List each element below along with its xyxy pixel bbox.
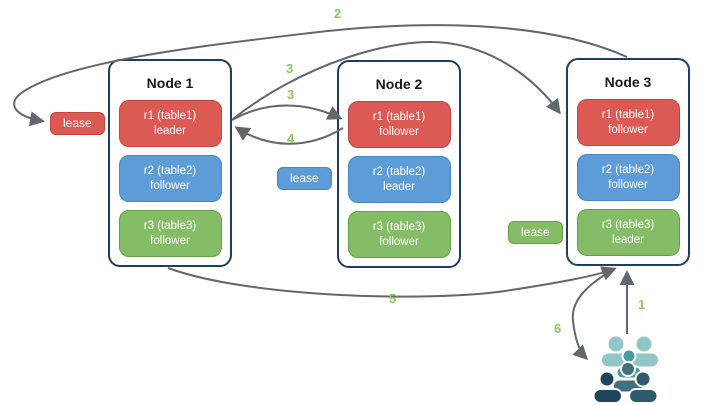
replica-range: r3 (table3)	[143, 219, 197, 232]
node-1-replica-r3: r3 (table3) follower	[118, 210, 222, 257]
step-label-3b: 3	[287, 87, 295, 102]
people-group-icon	[592, 336, 659, 404]
node-2: Node 2 r1 (table1) follower r2 (table2) …	[337, 60, 461, 268]
step-label-6: 6	[554, 321, 562, 336]
replica-role: leader	[154, 124, 186, 137]
step-label-4: 4	[287, 131, 295, 146]
node-2-title: Node 2	[375, 76, 423, 92]
node-2-replica-r2: r2 (table2) leader	[347, 156, 451, 203]
replica-range: r2 (table2)	[372, 165, 426, 178]
step-label-2: 2	[334, 6, 342, 21]
lease-tag-r3: lease	[508, 221, 563, 244]
node-1-replica-r1: r1 (table1) leader	[118, 100, 222, 147]
replica-range: r1 (table1)	[601, 108, 655, 121]
node-3: Node 3 r1 (table1) follower r2 (table2) …	[566, 58, 690, 266]
node-1-title: Node 1	[146, 75, 194, 91]
lease-tag-r2: lease	[277, 167, 332, 190]
node-3-replica-r1: r1 (table1) follower	[576, 99, 680, 146]
replica-range: r2 (table2)	[143, 164, 197, 177]
replica-range: r3 (table3)	[372, 220, 426, 233]
step-label-1: 1	[638, 297, 646, 312]
node-2-replica-r3: r3 (table3) follower	[347, 211, 451, 258]
arrow-3-node1-to-node2	[231, 104, 343, 121]
replica-role: follower	[379, 125, 419, 138]
replica-role: follower	[150, 179, 190, 192]
arrow-6-node3-to-clients	[571, 270, 612, 361]
replica-role: leader	[383, 180, 415, 193]
replica-role: leader	[612, 233, 644, 246]
replica-range: r2 (table2)	[601, 163, 655, 176]
node-3-replica-r2: r2 (table2) follower	[576, 154, 680, 201]
replica-role: follower	[379, 235, 419, 248]
step-label-5: 5	[389, 291, 397, 306]
replica-role: follower	[608, 178, 648, 191]
replica-range: r1 (table1)	[143, 109, 197, 122]
node-1-replica-r2: r2 (table2) follower	[118, 155, 222, 202]
node-2-replica-r1: r1 (table1) follower	[347, 101, 451, 148]
arrow-2-node3-to-lease	[13, 24, 628, 127]
step-label-3a: 3	[286, 61, 294, 76]
lease-tag-r1: lease	[50, 112, 105, 135]
node-1: Node 1 r1 (table1) leader r2 (table2) fo…	[108, 59, 232, 267]
replica-range: r3 (table3)	[601, 218, 655, 231]
replica-range: r1 (table1)	[372, 110, 426, 123]
node-3-title: Node 3	[604, 74, 652, 90]
replica-role: follower	[150, 234, 190, 247]
node-3-replica-r3: r3 (table3) leader	[576, 209, 680, 256]
replica-role: follower	[608, 123, 648, 136]
